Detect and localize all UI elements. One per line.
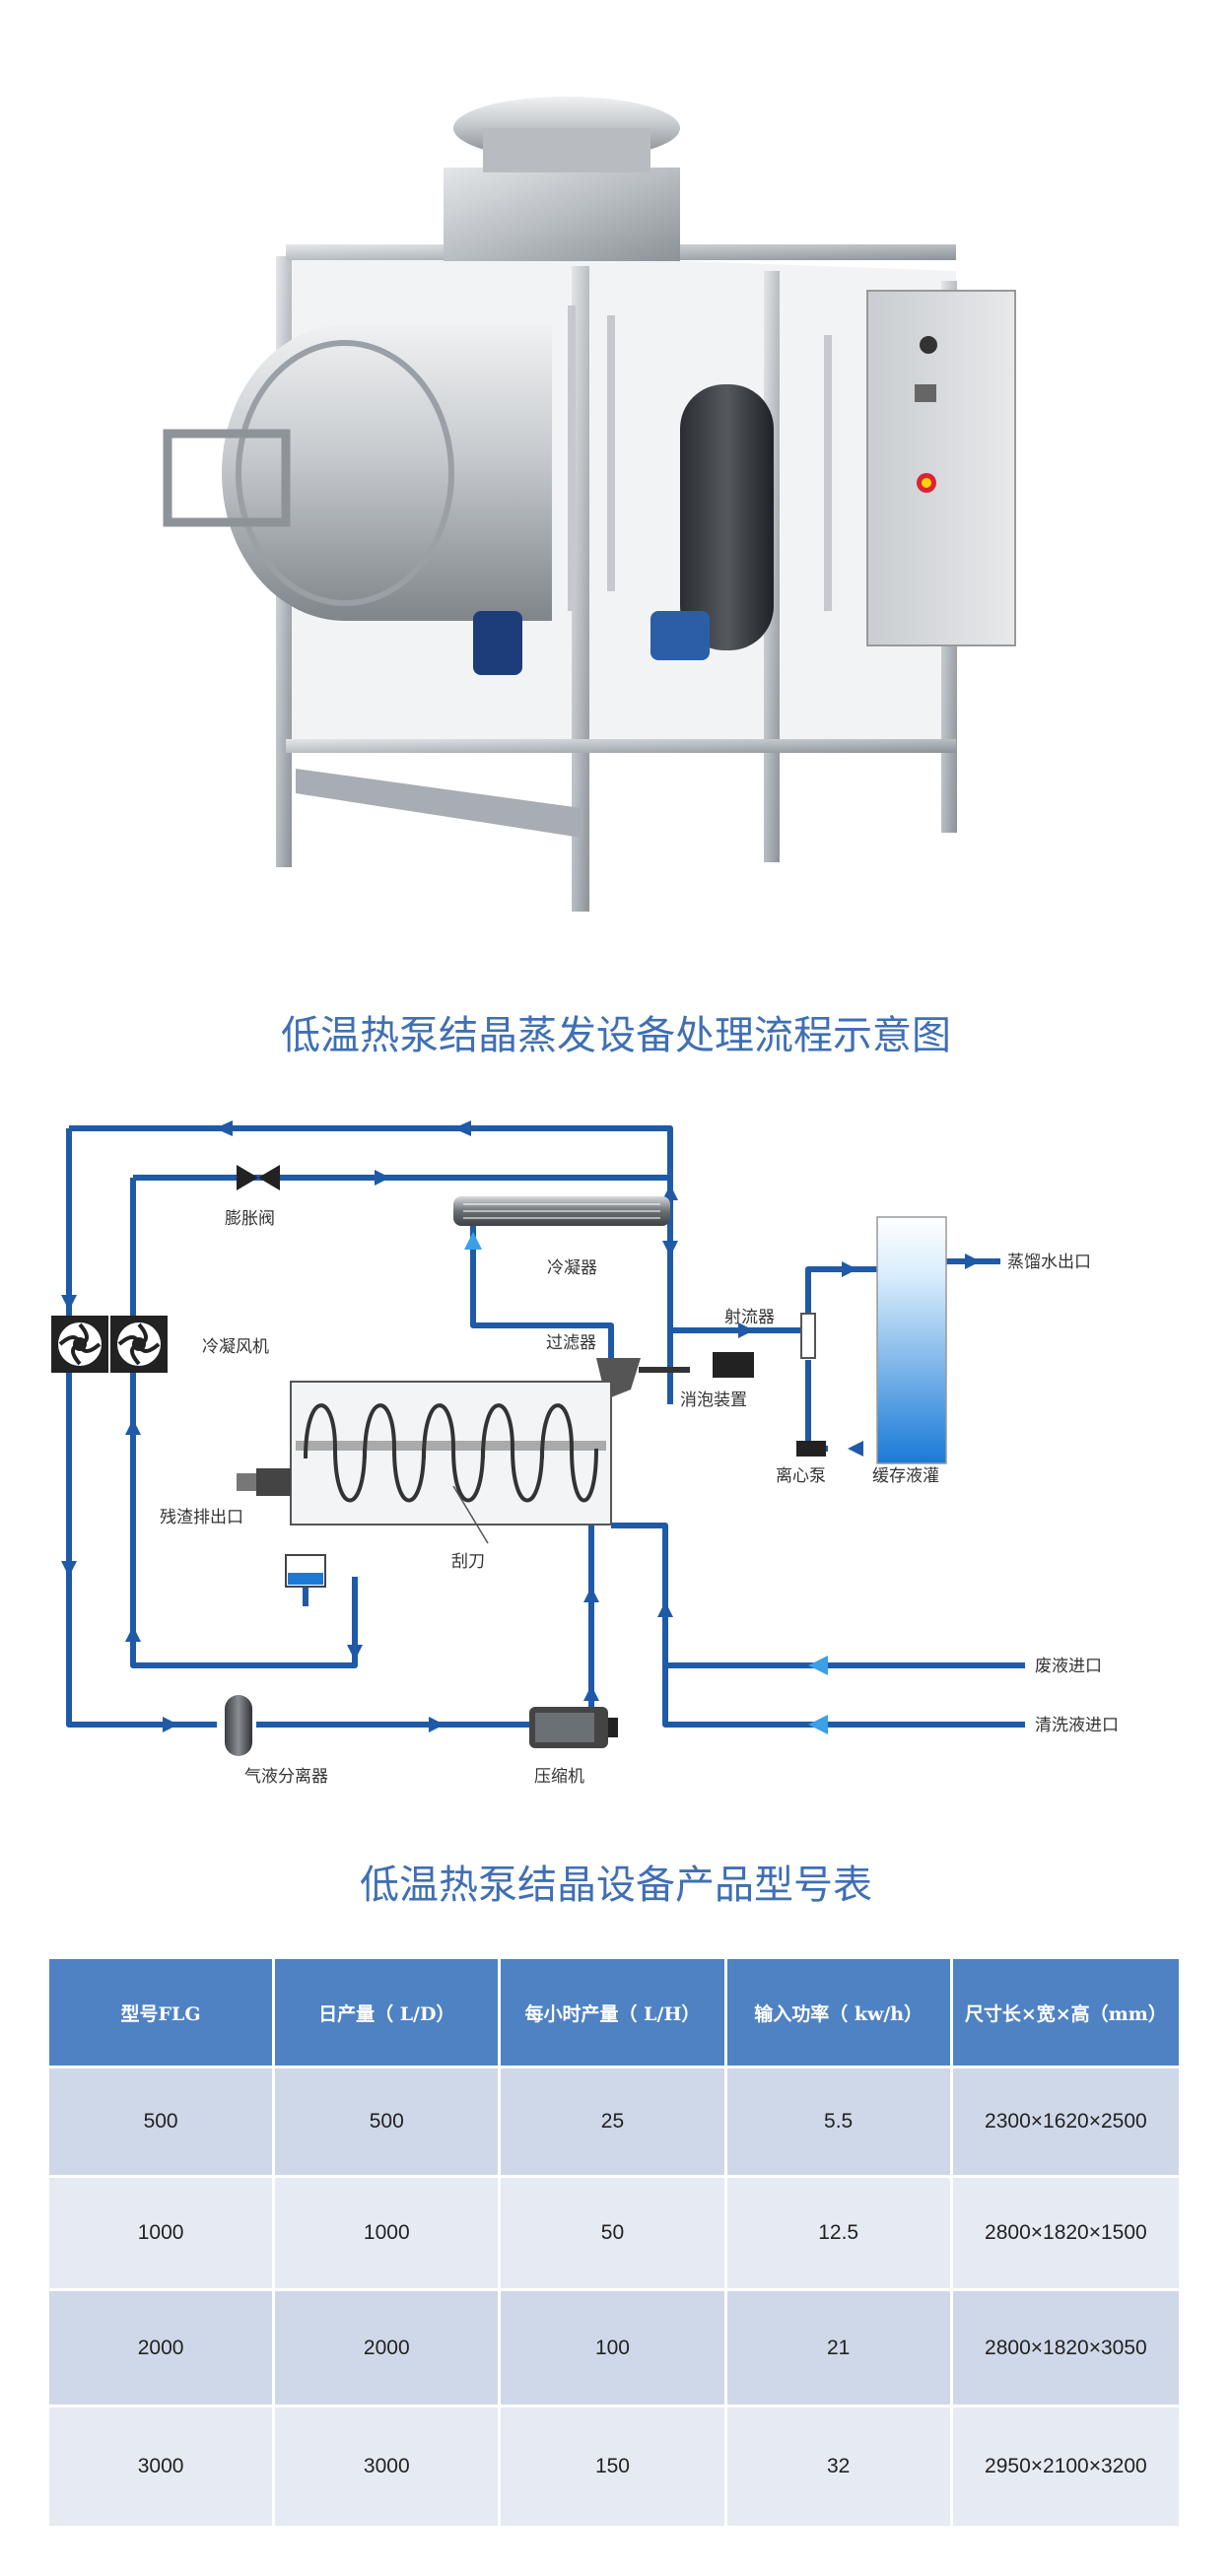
label-compressor: 压缩机 xyxy=(534,1767,584,1787)
cell-model: 2000 xyxy=(49,2291,276,2407)
header-hourly-output: 每小时产量（ L/H） xyxy=(501,1959,727,2068)
cell-dimensions: 2800×1820×3050 xyxy=(952,2291,1179,2407)
cell-daily-output: 500 xyxy=(275,2068,502,2178)
header-model: 型号FLG xyxy=(49,1959,276,2068)
product-model-table: 型号FLG 日产量（ L/D） 每小时产量（ L/H） 输入功率（ kw/h） … xyxy=(49,1959,1179,2529)
equipment-photo xyxy=(148,59,1035,926)
table-row: 500 500 25 5.5 2300×1620×2500 xyxy=(49,2068,1179,2178)
process-flow-diagram: 膨胀阀 冷凝器 射流器 蒸馏水出口 过滤器 消泡装置 冷凝风机 离心泵 缓存液灌… xyxy=(39,1094,1193,1813)
table-row: 2000 2000 100 21 2800×1820×3050 xyxy=(49,2291,1179,2407)
label-defoamer: 消泡装置 xyxy=(680,1390,747,1410)
label-expansion-valve: 膨胀阀 xyxy=(225,1209,275,1229)
table-row: 1000 1000 50 12.5 2800×1820×1500 xyxy=(49,2178,1179,2291)
header-daily-output: 日产量（ L/D） xyxy=(275,1959,502,2068)
label-ejector: 射流器 xyxy=(724,1308,775,1327)
header-dimensions: 尺寸长×宽×高（mm） xyxy=(952,1959,1179,2068)
cell-hourly-output: 50 xyxy=(501,2178,727,2291)
cell-dimensions: 2300×1620×2500 xyxy=(952,2068,1179,2178)
header-input-power: 输入功率（ kw/h） xyxy=(726,1959,953,2068)
cell-dimensions: 2950×2100×3200 xyxy=(952,2407,1179,2529)
cell-input-power: 32 xyxy=(726,2407,953,2529)
cell-input-power: 21 xyxy=(726,2291,953,2407)
cell-input-power: 5.5 xyxy=(726,2068,953,2178)
cell-daily-output: 2000 xyxy=(275,2291,502,2407)
table-header-row: 型号FLG 日产量（ L/D） 每小时产量（ L/H） 输入功率（ kw/h） … xyxy=(49,1959,1179,2068)
label-separator: 气液分离器 xyxy=(244,1767,328,1787)
cell-model: 500 xyxy=(49,2068,276,2178)
cell-hourly-output: 25 xyxy=(501,2068,727,2178)
cell-dimensions: 2800×1820×1500 xyxy=(952,2178,1179,2291)
table-row: 3000 3000 150 32 2950×2100×3200 xyxy=(49,2407,1179,2529)
label-waste-inlet: 废液进口 xyxy=(1035,1657,1102,1676)
cell-input-power: 12.5 xyxy=(726,2178,953,2291)
label-condensing-fan: 冷凝风机 xyxy=(202,1337,269,1357)
cell-model: 1000 xyxy=(49,2178,276,2291)
cell-hourly-output: 150 xyxy=(501,2407,727,2529)
label-scraper: 刮刀 xyxy=(451,1552,485,1572)
label-condenser: 冷凝器 xyxy=(547,1258,597,1278)
cell-model: 3000 xyxy=(49,2407,276,2529)
cell-hourly-output: 100 xyxy=(501,2291,727,2407)
label-residue-outlet: 残渣排出口 xyxy=(160,1508,243,1527)
label-filter: 过滤器 xyxy=(546,1333,596,1353)
label-centrifugal-pump: 离心泵 xyxy=(776,1466,826,1486)
label-distillate-outlet: 蒸馏水出口 xyxy=(1007,1253,1091,1272)
table-title: 低温热泵结晶设备产品型号表 xyxy=(360,1863,872,1908)
label-cleaning-inlet: 清洗液进口 xyxy=(1035,1716,1119,1735)
flow-diagram-title: 低温热泵结晶蒸发设备处理流程示意图 xyxy=(281,1013,951,1058)
cell-daily-output: 1000 xyxy=(275,2178,502,2291)
cell-daily-output: 3000 xyxy=(275,2407,502,2529)
label-buffer-tank: 缓存液灌 xyxy=(872,1466,939,1486)
